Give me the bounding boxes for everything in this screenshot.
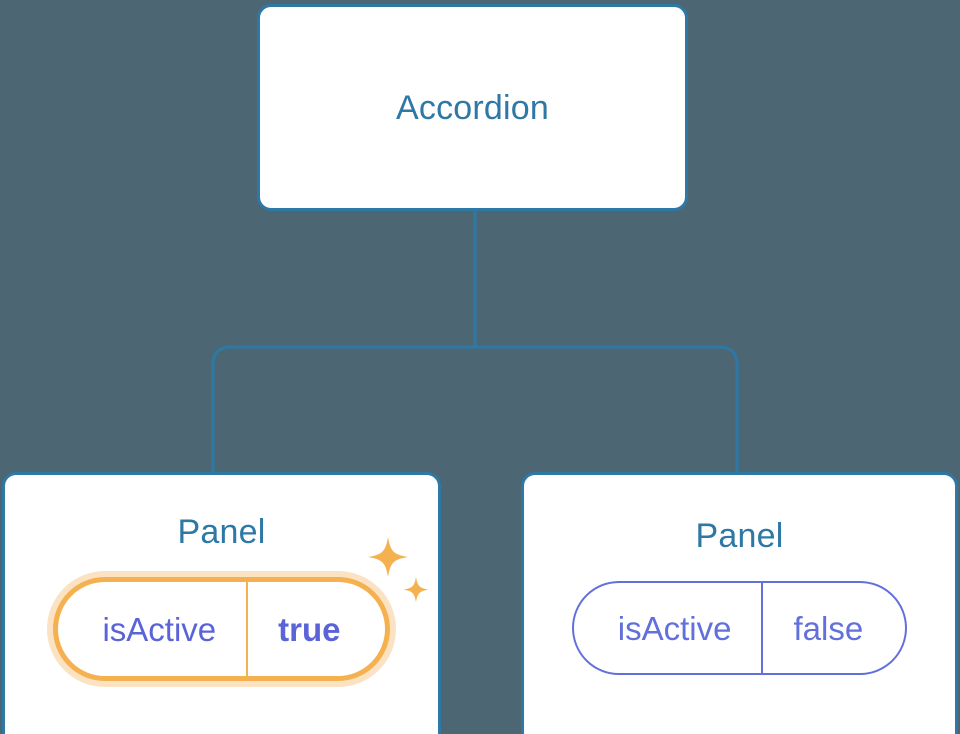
prop-pill-inactive-wrapper: isActive false bbox=[571, 581, 908, 675]
node-accordion[interactable]: Accordion bbox=[257, 4, 688, 211]
prop-pill-inactive[interactable]: isActive false bbox=[571, 581, 908, 675]
node-panel-inactive-title: Panel bbox=[695, 517, 784, 555]
node-panel-inactive[interactable]: Panel isActive false bbox=[521, 472, 958, 734]
prop-pill-inactive-value: false bbox=[761, 583, 905, 673]
prop-pill-active[interactable]: isActive true bbox=[53, 577, 390, 681]
connector-branch bbox=[211, 345, 739, 472]
node-panel-active-title: Panel bbox=[177, 513, 266, 551]
node-accordion-title: Accordion bbox=[396, 88, 549, 127]
prop-pill-inactive-key: isActive bbox=[617, 609, 732, 647]
prop-pill-active-key: isActive bbox=[102, 610, 217, 648]
node-panel-active[interactable]: Panel isActive true bbox=[2, 472, 441, 734]
prop-pill-active-value: true bbox=[246, 582, 384, 676]
prop-pill-active-wrapper: isActive true bbox=[53, 537, 429, 681]
sparkle-small-icon bbox=[403, 577, 429, 603]
sparkle-icon bbox=[367, 537, 408, 577]
